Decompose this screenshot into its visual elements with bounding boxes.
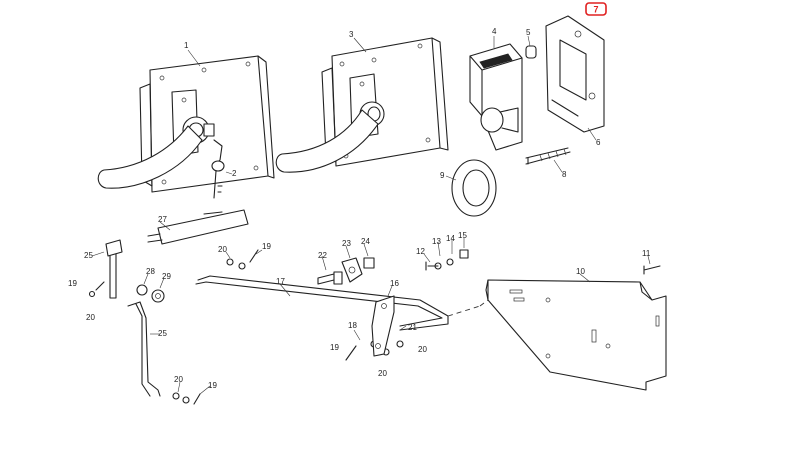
pin-25 xyxy=(105,239,123,299)
screw-8 xyxy=(525,147,571,165)
callout-9: 9 xyxy=(440,171,445,180)
callout-20-lower: 20 xyxy=(378,369,387,378)
pin-5 xyxy=(525,45,537,59)
washer-ring xyxy=(451,159,497,217)
callout-labels: 1 2 3 4 5 6 8 9 27 25 19 20 28 29 20 19 … xyxy=(68,27,651,390)
callout-20-mid: 20 xyxy=(218,245,227,254)
callout-16: 16 xyxy=(390,279,399,288)
callout-25-bottom: 25 xyxy=(158,329,167,338)
callout-15: 15 xyxy=(458,231,467,240)
page-marker-box xyxy=(585,2,607,16)
callout-28: 28 xyxy=(146,267,155,276)
callout-25-top: 25 xyxy=(84,251,93,260)
callout-1: 1 xyxy=(184,41,189,50)
callout-19-bottom: 19 xyxy=(208,381,217,390)
callout-19-lower: 19 xyxy=(330,343,339,352)
washers-28-29 xyxy=(136,284,165,303)
callout-27: 27 xyxy=(158,215,167,224)
callout-6: 6 xyxy=(596,138,601,147)
callout-20-left: 20 xyxy=(86,313,95,322)
striker-block xyxy=(469,43,523,151)
callout-13: 13 xyxy=(432,237,441,246)
bracket-23 xyxy=(341,257,363,283)
callout-3: 3 xyxy=(349,30,354,39)
callout-29: 29 xyxy=(162,272,171,281)
callout-19-left: 19 xyxy=(68,279,77,288)
callout-4: 4 xyxy=(492,27,497,36)
callout-19-mid: 19 xyxy=(262,242,271,251)
callout-20-bottom: 20 xyxy=(174,375,183,384)
rod-17 xyxy=(195,275,481,331)
callout-14: 14 xyxy=(446,234,455,243)
callout-5: 5 xyxy=(526,28,531,37)
rod-27 xyxy=(147,209,249,245)
callout-20-lower-right: 20 xyxy=(418,345,427,354)
callout-10: 10 xyxy=(576,267,585,276)
callout-18: 18 xyxy=(348,321,357,330)
page-marker-label: 7 xyxy=(593,5,598,15)
latch-assembly-left xyxy=(97,55,275,199)
nut-24 xyxy=(363,257,375,269)
callout-21: 21 xyxy=(408,323,417,332)
callout-11: 11 xyxy=(642,249,651,258)
callout-22: 22 xyxy=(318,251,327,260)
callout-8: 8 xyxy=(562,170,567,179)
latch-assembly-right xyxy=(275,37,449,173)
page-marker: 7 xyxy=(585,2,607,16)
leader-lines xyxy=(91,35,651,395)
callout-24: 24 xyxy=(361,237,370,246)
callout-12: 12 xyxy=(416,247,425,256)
striker-plate xyxy=(545,15,605,133)
fasteners xyxy=(88,249,661,405)
lever-16 xyxy=(371,295,395,357)
callout-2: 2 xyxy=(232,169,237,178)
callout-17: 17 xyxy=(276,277,285,286)
bolt-22 xyxy=(317,271,343,285)
bracket-plate-10 xyxy=(479,279,667,391)
callout-23: 23 xyxy=(342,239,351,248)
rod-25 xyxy=(127,301,161,397)
